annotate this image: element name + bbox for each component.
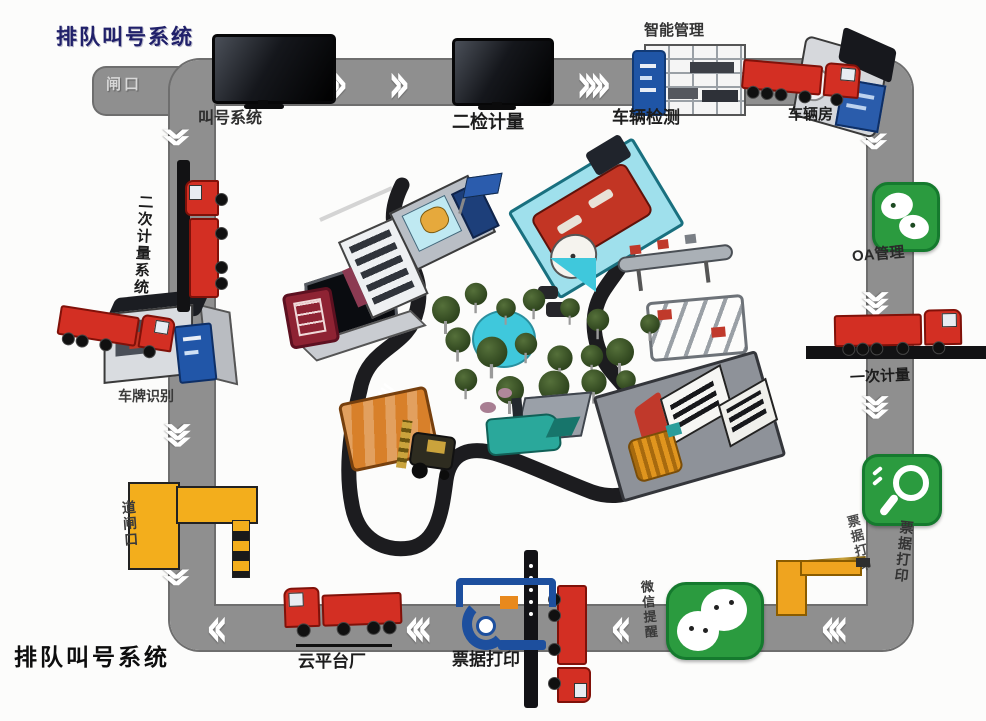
chevron-left-icon: ‹‹‹ — [404, 594, 433, 660]
gate-stub-label: 闸口 — [106, 76, 143, 93]
monitor-stand — [244, 104, 284, 109]
tree-icon — [454, 368, 478, 400]
shrub — [480, 402, 496, 413]
oa-manage-icon — [872, 182, 940, 252]
chevron-down-icon: ››› — [845, 392, 912, 413]
tree-icon — [476, 336, 508, 379]
label-vehicle-detect: 车辆检测 — [612, 108, 680, 127]
label-cloud-platform: 云平台厂 — [298, 652, 366, 671]
label-second-weigh: 二次计量系统 — [131, 193, 154, 297]
wechat-icon — [666, 582, 764, 660]
tree-icon — [640, 314, 660, 341]
flag-icon — [455, 172, 504, 219]
barrier-post-yellow — [128, 482, 180, 570]
tree-icon — [464, 282, 488, 314]
tree-icon — [496, 298, 516, 325]
truck-second-weigh — [182, 178, 228, 298]
printer-icon — [450, 574, 560, 654]
page-title-top: 排队叫号系统 — [56, 26, 194, 49]
tree-icon — [586, 308, 610, 340]
tree-icon — [445, 327, 471, 362]
tree-icon — [580, 344, 604, 376]
chevron-left-icon: ‹‹‹ — [820, 594, 849, 660]
chevron-left-icon: ‹‹ — [610, 594, 632, 660]
barrier-arm-yellow — [176, 486, 258, 524]
monitor-stand — [258, 100, 268, 106]
label-first-weigh: 一次计量 — [849, 366, 911, 387]
barrier-arm-orange — [800, 560, 862, 576]
truck-cloud-platform — [281, 582, 403, 638]
tree-icon — [581, 369, 607, 404]
chevron-left-icon: ‹‹ — [206, 594, 228, 660]
label-smart-manage: 智能管理 — [644, 22, 705, 39]
truck-first-weigh — [833, 305, 965, 356]
label-ticket-print-bottom: 票据打印 — [452, 650, 520, 669]
tree-icon — [606, 338, 634, 376]
label-vehicle-house: 车辆房 — [788, 106, 834, 123]
monitor-stand — [478, 105, 516, 110]
barrier-tip — [856, 558, 870, 567]
label-plate-recog: 车牌识别 — [118, 388, 174, 404]
chevron-down-icon: ››› — [147, 420, 214, 441]
page-title-bottom: 排队叫号系统 — [14, 644, 170, 670]
chevron-down-icon: ›› — [146, 125, 213, 140]
ground-line — [296, 644, 392, 647]
shrub — [498, 388, 512, 398]
tree-icon — [432, 296, 460, 334]
monitor-stand — [492, 102, 502, 107]
label-queue-monitor: 叫号系统 — [198, 110, 263, 127]
second-check-monitor — [452, 38, 554, 106]
label-barrier-gate: 道闸口 — [120, 499, 140, 549]
barrier-striped-arm — [232, 520, 250, 578]
gate-pole — [524, 550, 538, 708]
barrier-post-orange — [776, 560, 807, 616]
tree-icon — [560, 298, 580, 325]
detection-post — [632, 50, 666, 116]
queue-monitor-screen — [212, 34, 336, 104]
chevron-right-icon: ›› — [388, 50, 410, 116]
teal-machine — [484, 391, 599, 462]
tree-icon — [547, 345, 573, 380]
stamp-icon — [281, 286, 341, 350]
chevron-right-icon: ›››› — [576, 50, 612, 116]
label-second-check: 二检计量 — [452, 112, 524, 132]
forklift-icon — [392, 419, 470, 490]
tree-icon — [514, 332, 538, 364]
search-icon — [862, 454, 942, 526]
tree-icon — [522, 288, 546, 320]
